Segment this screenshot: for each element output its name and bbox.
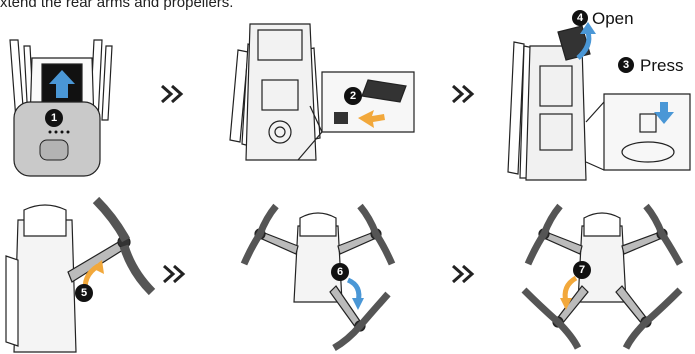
panel-extend-front-arm: 5 — [2, 196, 162, 354]
double-chevron-right-icon — [451, 84, 477, 104]
double-chevron-right-icon — [160, 84, 186, 104]
step-badge-7: 7 — [579, 264, 585, 276]
double-chevron-right-icon — [451, 264, 477, 284]
panel-battery-insert: 1 — [2, 28, 122, 178]
panel-extend-rear-arm: 6 — [238, 202, 402, 352]
double-chevron-right-icon — [162, 264, 188, 284]
panel-open-press: 4 Open 3 Press — [500, 2, 695, 182]
step-badge-5: 5 — [81, 287, 87, 299]
step-badge-2: 2 — [350, 90, 356, 102]
callout-open: Open — [592, 9, 634, 28]
step-badge-1: 1 — [51, 112, 57, 124]
callout-press: Press — [640, 56, 683, 75]
step-badge-3: 3 — [623, 59, 629, 71]
step-badge-4: 4 — [577, 12, 584, 24]
step-badge-6: 6 — [337, 266, 343, 278]
panel-extend-rear-arm-2: 7 — [520, 202, 692, 352]
panel-battery-latch: 2 — [218, 20, 418, 170]
